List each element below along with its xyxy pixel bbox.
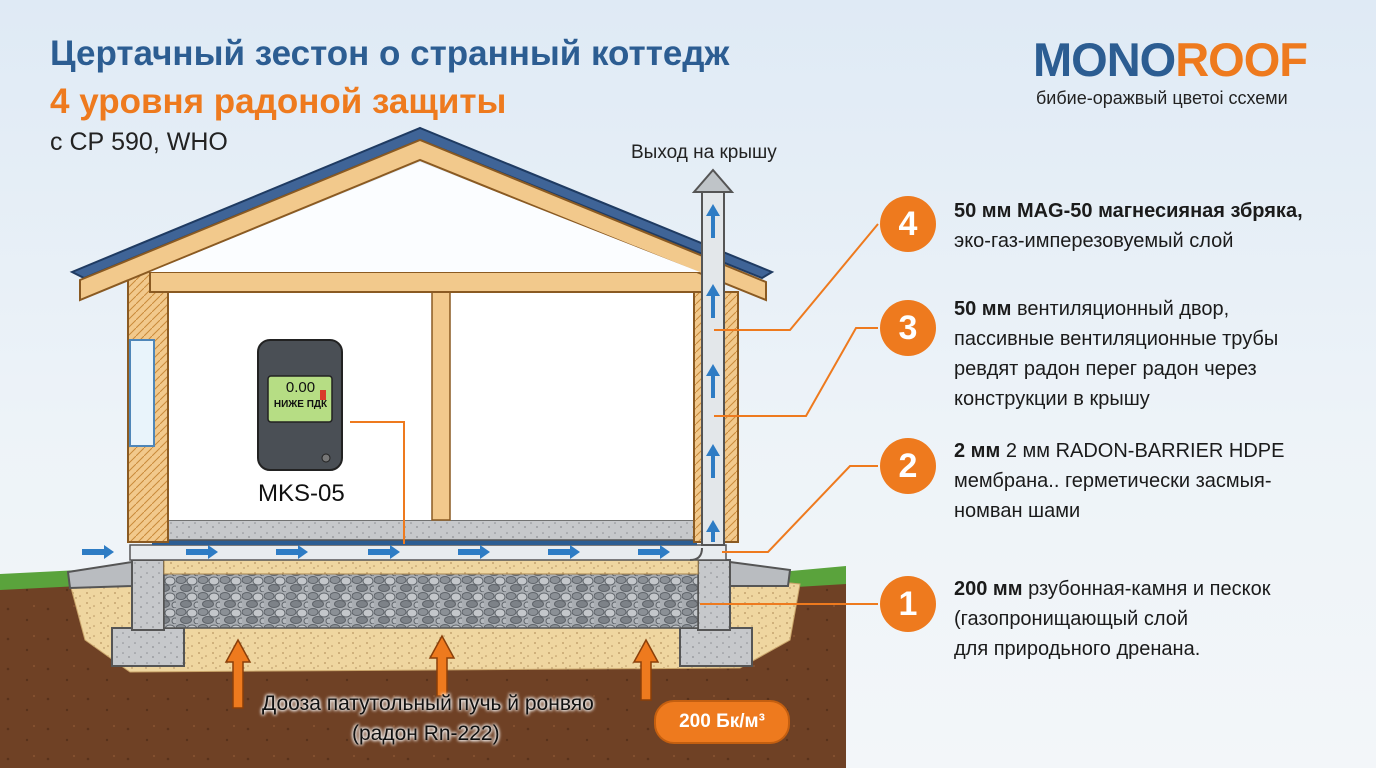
layer-line-1: 200 мм рзубонная-камня и пескок bbox=[954, 574, 1270, 604]
footing-right bbox=[679, 627, 753, 667]
radon-arrow-up bbox=[224, 638, 252, 709]
device-display: 0.00 НИЖЕ ПДК bbox=[269, 378, 332, 420]
brand-logo: MONOROOF bbox=[1033, 33, 1308, 86]
logo-part-roof: ROOF bbox=[1175, 33, 1308, 86]
ventilation-channel bbox=[129, 544, 727, 561]
layer-description: 2 мм 2 мм RADON-BARRIER HDPE мембрана.. … bbox=[954, 436, 1285, 526]
leader-line-3 bbox=[714, 327, 878, 417]
layer-number-badge: 4 bbox=[880, 196, 936, 252]
center-post bbox=[431, 291, 451, 521]
flow-arrow-right bbox=[458, 545, 490, 559]
flow-arrow-up bbox=[706, 364, 720, 398]
brand-tagline: бибие-оражвый цветоі ссхеми bbox=[1036, 88, 1288, 108]
flow-arrow-right bbox=[82, 545, 114, 559]
curb-left bbox=[66, 560, 133, 590]
device-led bbox=[320, 390, 326, 400]
layer-line-3: номван шами bbox=[954, 500, 1081, 522]
foundation-wall-right bbox=[697, 559, 731, 631]
radon-meter-device bbox=[257, 339, 343, 471]
ceiling-beam bbox=[149, 271, 715, 293]
footing-left bbox=[111, 627, 185, 667]
layer-line-4: конструкции в крышу bbox=[954, 388, 1150, 410]
radon-source-sublabel: (радон Rn-222) bbox=[352, 722, 500, 745]
gravel-layer bbox=[163, 571, 699, 629]
concentration-badge: 200 Бк/м³ bbox=[654, 700, 790, 744]
flow-arrow-right bbox=[186, 545, 218, 559]
layer-line-1-bold: 50 мм MAG-50 магнесияная збряка, bbox=[954, 200, 1303, 222]
leader-line-2 bbox=[722, 465, 878, 553]
pipe-elbow bbox=[689, 547, 703, 561]
roof-exit-label: Выход на крышу bbox=[631, 142, 777, 163]
attic-space bbox=[150, 162, 700, 272]
flow-arrow-up bbox=[706, 284, 720, 318]
curb-right bbox=[729, 560, 792, 587]
grass bbox=[0, 570, 80, 590]
window-left bbox=[129, 339, 155, 447]
foundation-wall-left bbox=[131, 559, 165, 631]
radon-source-label: Дооза патутольный пучь й ронвяо bbox=[262, 692, 594, 715]
channel-flow-arrows bbox=[82, 545, 670, 559]
device-status: НИЖЕ ПДК bbox=[273, 399, 328, 410]
layer-description: 50 мм вентиляционный двор, пассивные вен… bbox=[954, 294, 1278, 414]
flow-arrow-right bbox=[368, 545, 400, 559]
device-label: MKS-05 bbox=[258, 480, 345, 507]
layer-line-1-rest: 2 мм RADON-BARRIER HDPE bbox=[1000, 440, 1285, 462]
layer-line-1-bold: 200 мм bbox=[954, 578, 1023, 600]
layer-line-2: эко-газ-имперезовуемый слой bbox=[954, 230, 1234, 252]
layer-description: 50 мм MAG-50 магнесияная збряка, эко-газ… bbox=[954, 196, 1303, 256]
radon-arrows bbox=[224, 634, 660, 709]
floor-slab bbox=[163, 519, 699, 541]
device-reading: 0.00 bbox=[285, 379, 316, 396]
leader-lines bbox=[350, 223, 879, 605]
flow-arrow-up bbox=[706, 204, 720, 238]
layer-line-1-rest: вентиляционный двор, bbox=[1011, 298, 1230, 320]
layer-line-1-bold: 2 мм bbox=[954, 440, 1001, 462]
layer-number-badge: 3 bbox=[880, 300, 936, 356]
page-subtitle: с СР 590, WHO bbox=[50, 128, 228, 156]
layer-line-1-bold: 50 мм bbox=[954, 298, 1012, 320]
interior-room bbox=[168, 292, 694, 520]
radon-arrow-up bbox=[632, 638, 660, 701]
device-button bbox=[321, 453, 331, 463]
layer-line-1: 50 мм вентиляционный двор, bbox=[954, 294, 1278, 324]
page-title-highlight: 4 уровня радоной защиты bbox=[50, 82, 507, 121]
flow-arrow-right bbox=[276, 545, 308, 559]
flow-arrow-right bbox=[548, 545, 580, 559]
logo-part-mono: MONO bbox=[1033, 33, 1176, 86]
grass-right bbox=[780, 566, 846, 588]
vent-pipe-flow-arrows bbox=[706, 204, 720, 542]
vent-cap bbox=[691, 168, 735, 193]
page-title: Цертачный зестон о странный коттедж bbox=[50, 34, 730, 73]
layer-line-3: ревдят радон перег радон через bbox=[954, 358, 1257, 380]
layer-number-badge: 2 bbox=[880, 438, 936, 494]
leader-line-device bbox=[350, 421, 405, 544]
layer-line-3: для природьного дренана. bbox=[954, 638, 1201, 660]
layer-line-2: (газопронищающый слой bbox=[954, 608, 1189, 630]
leader-line-4 bbox=[714, 223, 879, 331]
radon-membrane bbox=[152, 539, 697, 545]
layer-line-1: 50 мм MAG-50 магнесияная збряка, bbox=[954, 196, 1303, 226]
radon-arrow-up bbox=[428, 634, 456, 697]
layer-line-2: пассивные вентиляционные трубы bbox=[954, 328, 1279, 350]
layer-line-1-rest: рзубонная-камня и пескок bbox=[1022, 578, 1271, 600]
device-screen bbox=[267, 375, 333, 423]
layer-line-2: мембрана.. герметически засмыя- bbox=[954, 470, 1272, 492]
layer-line-1: 2 мм 2 мм RADON-BARRIER HDPE bbox=[954, 436, 1285, 466]
layer-number-badge: 1 bbox=[880, 576, 936, 632]
sand-top-layer bbox=[163, 559, 699, 575]
flow-arrow-up bbox=[706, 444, 720, 478]
layer-description: 200 мм рзубонная-камня и пескок (газопро… bbox=[954, 574, 1270, 664]
flow-arrow-right bbox=[638, 545, 670, 559]
roof-rafter bbox=[79, 138, 767, 302]
flow-arrow-up bbox=[706, 520, 720, 542]
